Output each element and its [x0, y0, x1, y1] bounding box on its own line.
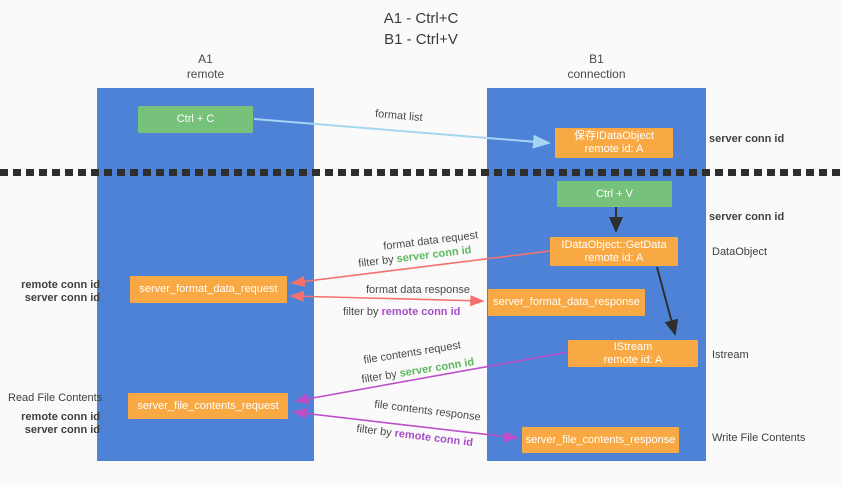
node-ctrl-c-label: Ctrl + C: [176, 113, 215, 125]
label-server-conn-id-left-mid: server conn id: [24, 292, 100, 304]
left-column-subtitle: remote: [186, 67, 225, 81]
label-dataobject: DataObject: [712, 246, 768, 258]
node-ctrl-v: Ctrl + V: [557, 181, 672, 207]
remote-conn-id-text: remote conn id: [393, 427, 474, 450]
remote-conn-id-text: remote conn id: [381, 306, 461, 318]
node-ctrl-v-label: Ctrl + V: [596, 187, 633, 200]
label-format-data-response: format data response: [366, 284, 470, 296]
node-istream: IStream remote id: A: [568, 340, 698, 367]
node-save-idataobject: 保存IDataObject remote id: A: [555, 128, 673, 158]
filter-by-text: filter by: [360, 367, 401, 386]
node-getdata-line2: remote id: A: [584, 251, 644, 264]
node-format-request-label: server_format_data_request: [139, 283, 278, 295]
server-conn-id-text: server conn id: [398, 356, 475, 380]
filter-by-text: filter by: [357, 253, 398, 270]
label-server-conn-id-top: server conn id: [709, 133, 785, 145]
node-server-file-contents-response: server_file_contents_response: [522, 427, 679, 453]
filter-by-text: filter by: [343, 306, 382, 318]
left-column-header: A1 remote: [97, 52, 314, 82]
node-format-response-label: server_format_data_response: [493, 296, 640, 308]
filter-by-text: filter by: [355, 422, 396, 440]
right-column-id: B1: [589, 52, 604, 66]
node-istream-line1: IStream: [613, 340, 653, 353]
label-read-file-contents: Read File Contents: [8, 392, 103, 404]
session-separator-line: [0, 169, 842, 176]
label-remote-conn-id-bottom: remote conn id: [21, 411, 100, 423]
node-server-format-data-request: server_format_data_request: [130, 276, 287, 303]
label-format-list: format list: [374, 107, 424, 125]
right-column-subtitle: connection: [567, 67, 626, 81]
label-server-conn-id-mid: server conn id: [709, 211, 785, 223]
diagram-title: A1 - Ctrl+C B1 - Ctrl+V: [0, 8, 842, 50]
right-column-header: B1 connection: [487, 52, 706, 82]
label-filter-by-remote-conn-id-2: filter by remote conn id: [356, 423, 474, 449]
node-server-format-data-response: server_format_data_response: [488, 289, 645, 316]
node-istream-line2: remote id: A: [603, 353, 663, 366]
node-save-idataobject-line1: 保存IDataObject: [573, 130, 655, 142]
node-ctrl-c: Ctrl + C: [138, 106, 253, 133]
format-data-response-arrow: [289, 290, 485, 307]
label-file-contents-response: file contents response: [373, 398, 482, 424]
node-file-request-label: server_file_contents_request: [137, 399, 279, 412]
label-server-conn-id-left-bottom: server conn id: [24, 424, 100, 436]
node-server-file-contents-request: server_file_contents_request: [128, 393, 288, 419]
label-filter-by-remote-conn-id-1: filter by remote conn id: [343, 306, 460, 318]
label-write-file-contents: Write File Contents: [712, 432, 806, 444]
node-getdata-line1: IDataObject::GetData: [561, 238, 667, 251]
node-save-idataobject-line2: remote id: A: [584, 143, 644, 155]
title-line-1: A1 - Ctrl+C: [383, 10, 459, 27]
node-idataobject-getdata: IDataObject::GetData remote id: A: [550, 237, 678, 266]
title-line-2: B1 - Ctrl+V: [384, 31, 458, 48]
node-file-response-label: server_file_contents_response: [525, 433, 676, 446]
label-istream: Istream: [712, 349, 749, 361]
left-column-id: A1: [198, 52, 213, 66]
label-remote-conn-id-mid: remote conn id: [21, 279, 100, 291]
